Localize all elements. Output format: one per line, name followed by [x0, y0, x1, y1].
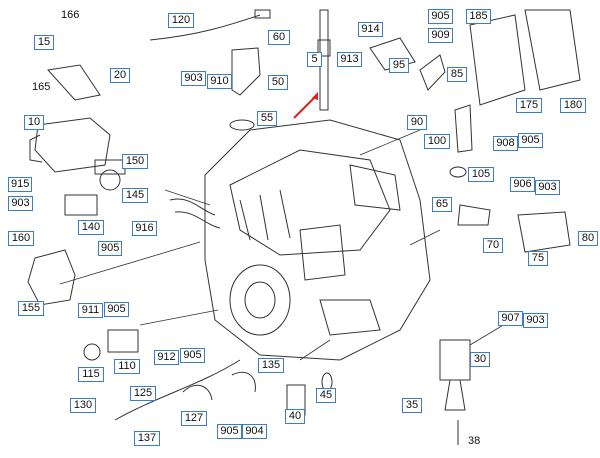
callout-166: 166 [61, 9, 80, 21]
callout-50[interactable]: 50 [268, 75, 288, 90]
engine-assembly [169, 119, 431, 361]
callout-905-b[interactable]: 905 [518, 133, 543, 148]
callout-175[interactable]: 175 [516, 98, 542, 113]
callout-905-c[interactable]: 905 [98, 241, 122, 256]
callout-65[interactable]: 65 [432, 197, 452, 212]
callout-905-e[interactable]: 905 [180, 348, 205, 363]
callout-135[interactable]: 135 [258, 358, 284, 373]
callout-903-d[interactable]: 903 [523, 313, 548, 328]
callout-70[interactable]: 70 [483, 238, 503, 253]
callout-115[interactable]: 115 [78, 367, 104, 382]
callout-140[interactable]: 140 [78, 220, 104, 235]
callout-909[interactable]: 909 [428, 28, 453, 43]
callout-60[interactable]: 60 [268, 30, 290, 45]
callout-10[interactable]: 10 [24, 115, 44, 130]
callout-5[interactable]: 5 [307, 52, 322, 67]
callout-180[interactable]: 180 [560, 98, 586, 113]
callout-165: 165 [32, 81, 51, 93]
callout-90[interactable]: 90 [407, 115, 427, 130]
callout-911[interactable]: 911 [78, 303, 103, 318]
callout-55[interactable]: 55 [257, 111, 277, 126]
callout-127[interactable]: 127 [181, 411, 207, 426]
callout-914[interactable]: 914 [358, 22, 383, 37]
callout-125[interactable]: 125 [130, 386, 156, 401]
callout-185[interactable]: 185 [466, 9, 491, 24]
callout-160[interactable]: 160 [8, 231, 34, 246]
callout-40[interactable]: 40 [285, 409, 305, 424]
callout-80[interactable]: 80 [578, 231, 598, 246]
callout-45[interactable]: 45 [316, 388, 336, 403]
callout-85[interactable]: 85 [447, 67, 467, 82]
callout-915[interactable]: 915 [8, 177, 32, 192]
callout-145[interactable]: 145 [122, 188, 148, 203]
callout-105[interactable]: 105 [468, 167, 494, 182]
callout-916[interactable]: 916 [132, 221, 157, 236]
callout-910[interactable]: 910 [207, 74, 232, 89]
callout-130[interactable]: 130 [70, 398, 96, 413]
callout-913[interactable]: 913 [337, 52, 362, 67]
callout-905-f[interactable]: 905 [217, 424, 242, 439]
callout-908[interactable]: 908 [493, 136, 518, 151]
callout-903-a[interactable]: 903 [181, 71, 206, 86]
callout-905-d[interactable]: 905 [104, 302, 129, 317]
callout-903-b[interactable]: 903 [535, 180, 560, 195]
callout-20[interactable]: 20 [110, 68, 130, 83]
callout-75[interactable]: 75 [528, 251, 548, 266]
callout-904[interactable]: 904 [242, 424, 267, 439]
callout-912[interactable]: 912 [154, 350, 179, 365]
callout-903-c[interactable]: 903 [8, 196, 33, 211]
callout-15[interactable]: 15 [34, 35, 54, 50]
small-parts [27, 9, 581, 445]
callout-38: 38 [468, 435, 481, 447]
callout-95[interactable]: 95 [389, 58, 409, 73]
callout-100[interactable]: 100 [424, 134, 450, 149]
callout-150[interactable]: 150 [122, 154, 148, 169]
callout-907[interactable]: 907 [498, 311, 523, 326]
callout-137[interactable]: 137 [134, 431, 160, 446]
callout-35[interactable]: 35 [402, 398, 422, 413]
pointer-arrow [293, 92, 318, 119]
callout-30[interactable]: 30 [470, 352, 490, 367]
callout-155[interactable]: 155 [18, 301, 44, 316]
callout-120[interactable]: 120 [168, 13, 194, 28]
callout-905-top[interactable]: 905 [428, 9, 453, 24]
callout-906[interactable]: 906 [510, 177, 535, 192]
callout-110[interactable]: 110 [114, 359, 140, 374]
